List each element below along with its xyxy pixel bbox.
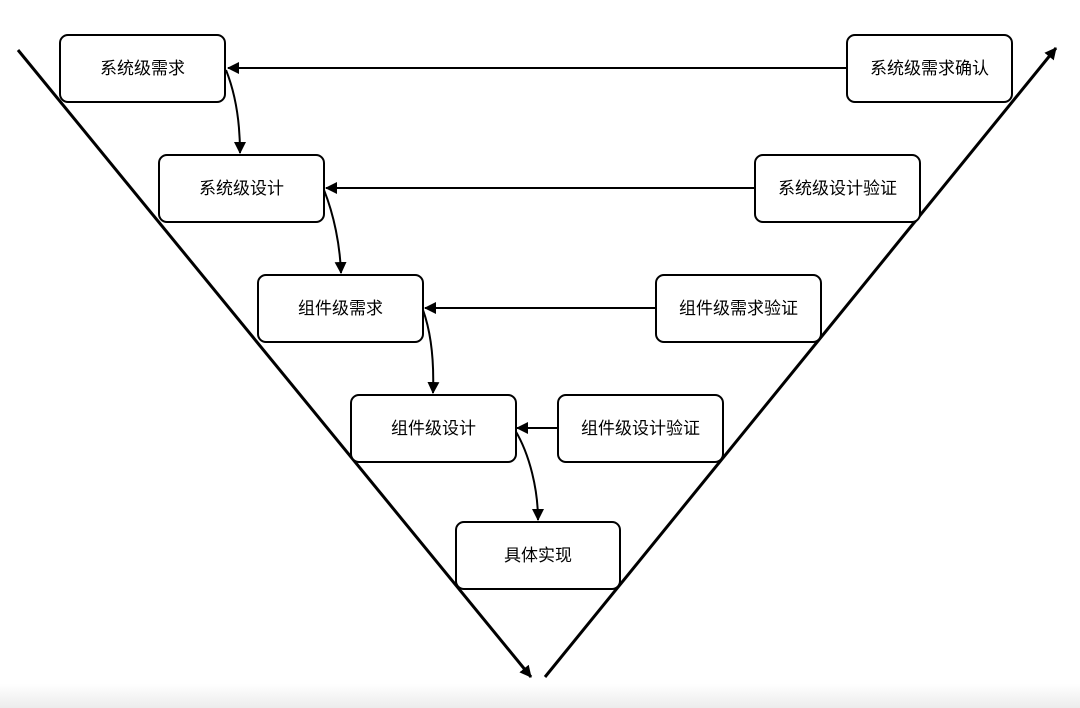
box-component-design-verification: 组件级设计验证	[557, 394, 724, 463]
box-label: 系统级需求确认	[870, 58, 989, 79]
box-implementation: 具体实现	[455, 521, 621, 590]
box-system-design-verification: 系统级设计验证	[754, 154, 921, 223]
box-label: 组件级需求	[298, 298, 383, 319]
bottom-shadow	[0, 684, 1080, 708]
arrow-component-requirements-to-component-design	[422, 309, 440, 394]
box-system-design: 系统级设计	[158, 154, 325, 223]
box-label: 组件级设计	[391, 418, 476, 439]
box-label: 组件级需求验证	[679, 298, 798, 319]
box-component-design: 组件级设计	[350, 394, 517, 463]
right-diagonal-arrow	[543, 47, 1058, 678]
box-component-requirements: 组件级需求	[257, 274, 424, 343]
box-label: 组件级设计验证	[581, 418, 700, 439]
box-label: 系统级设计	[199, 178, 284, 199]
left-diagonal-arrow	[16, 49, 533, 678]
box-label: 系统级设计验证	[778, 178, 897, 199]
box-component-requirements-verification: 组件级需求验证	[655, 274, 822, 343]
box-label: 具体实现	[504, 545, 572, 566]
box-system-requirements-confirmation: 系统级需求确认	[846, 34, 1013, 103]
box-label: 系统级需求	[100, 58, 185, 79]
box-system-requirements: 系统级需求	[59, 34, 226, 103]
arrow-system-requirements-to-system-design	[225, 69, 246, 154]
arrow-component-design-to-implementation	[514, 429, 544, 521]
arrow-system-design-to-component-requirements	[323, 189, 347, 274]
